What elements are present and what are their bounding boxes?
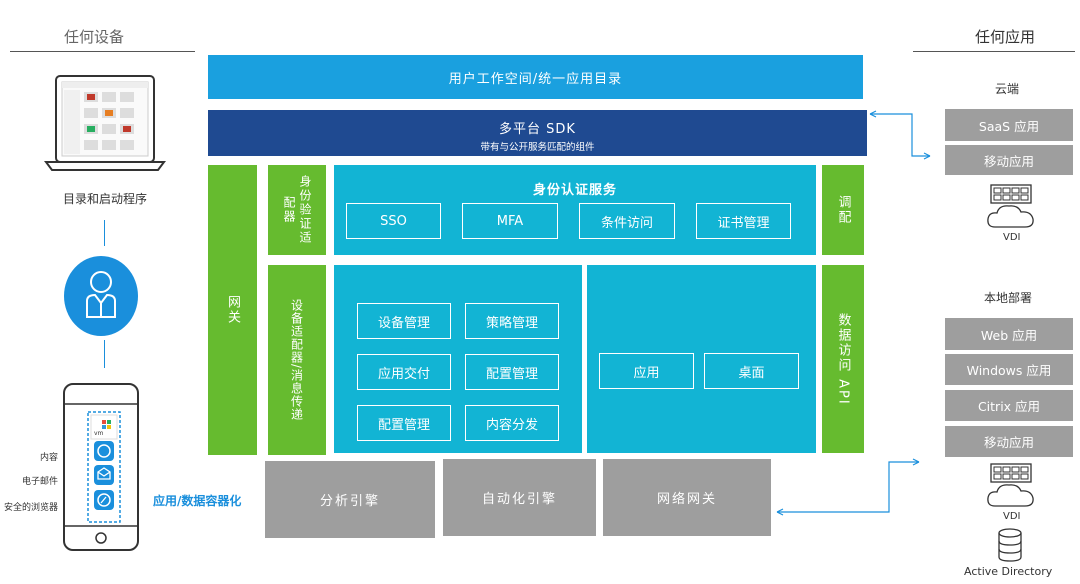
onprem-app-mobile: 移动应用 (945, 426, 1073, 457)
sdk-title: 多平台 SDK (499, 122, 576, 137)
device-adapter-label: 设备适配器/消息传递 (289, 298, 304, 422)
bottom-connector-arrows (773, 456, 923, 518)
onprem-vdi-icon (985, 462, 1037, 508)
left-connector-top (104, 220, 105, 246)
left-connector-bottom (104, 340, 105, 368)
onprem-app-citrix: Citrix 应用 (945, 390, 1073, 421)
phone-label-email: 电子邮件 (22, 477, 59, 487)
device-item-content-dist: 内容分发 (465, 405, 559, 441)
device-item-config-mgmt-2: 配置管理 (357, 405, 451, 441)
active-directory-label: Active Directory (964, 565, 1053, 578)
onprem-app-windows: Windows 应用 (945, 354, 1073, 385)
sdk-subtitle: 带有与公开服务匹配的组件 (480, 142, 595, 153)
onprem-label: 本地部署 (984, 291, 1033, 305)
gateway-label: 网关 (225, 295, 240, 325)
right-heading-rule (913, 51, 1075, 52)
top-connector-arrows (866, 108, 936, 164)
app-item-apps: 应用 (599, 353, 694, 389)
app-item-desktop: 桌面 (704, 353, 799, 389)
device-item-app-delivery: 应用交付 (357, 354, 451, 390)
user-workspace-bar: 用户工作空间/统一应用目录 (208, 55, 863, 99)
device-item-device-mgmt: 设备管理 (357, 303, 451, 339)
auth-adapter-block: 身份验证适配器 (268, 165, 326, 255)
container-label: 应用/数据容器化 (153, 494, 242, 508)
database-icon (997, 528, 1023, 562)
cloud-app-mobile: 移动应用 (945, 145, 1073, 175)
onprem-app-web: Web 应用 (945, 318, 1073, 350)
cloud-vdi-icon (985, 183, 1037, 229)
data-api-block: 数据访问 API (822, 265, 864, 453)
adapt-block: 调配 (822, 165, 864, 255)
laptop-icon (44, 74, 166, 174)
identity-item-conditional-access: 条件访问 (579, 203, 675, 239)
phone-icon (62, 382, 140, 552)
left-heading-rule (10, 51, 195, 52)
adapt-label: 调配 (835, 195, 851, 225)
phone-label-content: 内容 (40, 453, 59, 463)
phone-label-browser: 安全的浏览器 (4, 503, 59, 513)
device-item-config-mgmt: 配置管理 (465, 354, 559, 390)
onprem-vdi-label: VDI (1003, 511, 1021, 522)
app-services-block (587, 265, 816, 453)
right-heading: 任何应用 (975, 28, 1036, 46)
data-api-label: 数据访问 API (835, 312, 851, 406)
device-item-policy-mgmt: 策略管理 (465, 303, 559, 339)
device-services-block (334, 265, 582, 453)
identity-item-sso: SSO (346, 203, 441, 239)
device-adapter-block: 设备适配器/消息传递 (268, 265, 326, 455)
user-avatar-icon (63, 255, 139, 337)
bottom-item-network-gateway: 网络网关 (603, 459, 771, 536)
sdk-bar: 多平台 SDK 带有与公开服务匹配的组件 (208, 110, 867, 156)
left-heading: 任何设备 (64, 28, 125, 46)
cloud-label: 云端 (995, 82, 1020, 96)
identity-services-block: 身份认证服务 (334, 165, 816, 255)
cloud-vdi-label: VDI (1003, 232, 1021, 243)
auth-adapter-label: 身份验证适配器 (282, 175, 312, 245)
identity-item-mfa: MFA (462, 203, 558, 239)
phone-badge: vm (94, 430, 104, 437)
cloud-app-saas: SaaS 应用 (945, 109, 1073, 141)
bottom-item-analytics: 分析引擎 (265, 461, 435, 538)
identity-item-cert-mgmt: 证书管理 (696, 203, 791, 239)
bottom-item-automation: 自动化引擎 (443, 459, 596, 536)
identity-title: 身份认证服务 (532, 183, 617, 198)
laptop-caption: 目录和启动程序 (62, 192, 147, 206)
gateway-block: 网关 (208, 165, 257, 455)
